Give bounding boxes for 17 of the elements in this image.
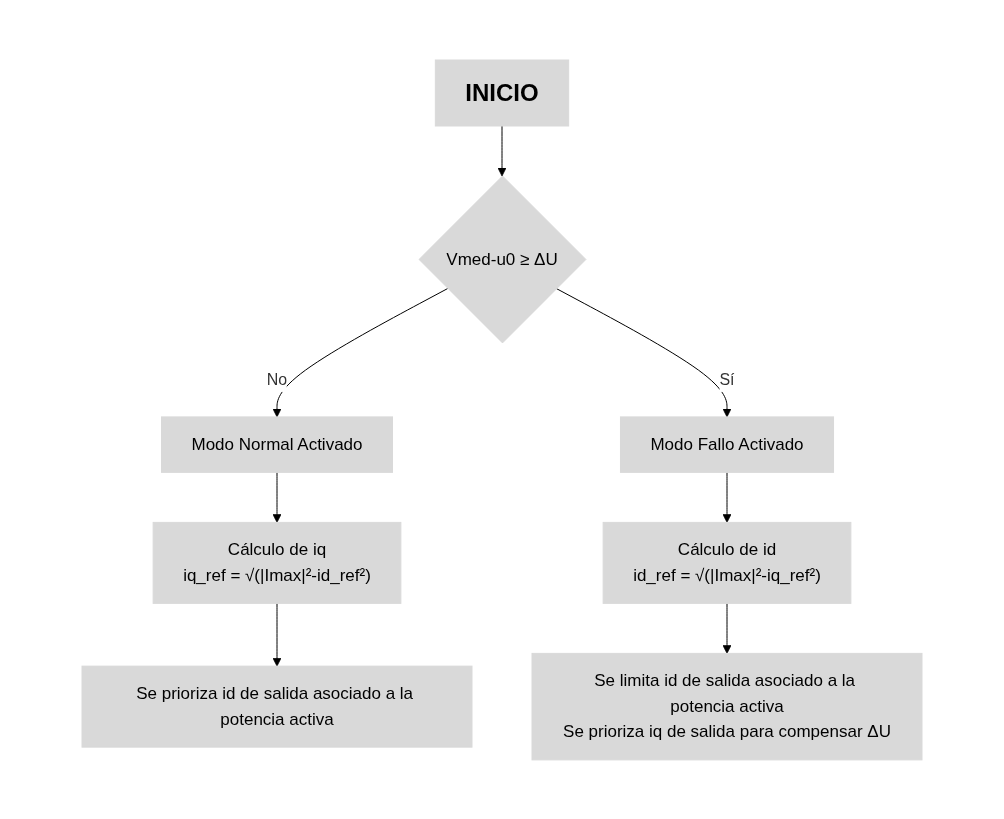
node-box: INICIO [434, 59, 570, 127]
arrow [497, 125, 507, 176]
arrow [272, 471, 282, 523]
arrow [722, 471, 732, 523]
edge-label: No [266, 370, 288, 388]
arrow [555, 287, 732, 417]
node-box: Se limita id de salida asociado a la potencia activa Se prioriza iq de salida para compensar ΔU [531, 652, 923, 760]
node-box: Cálculo de iq iq_ref = √(|Imax|²-id_ref²) [152, 521, 402, 604]
arrow [722, 602, 732, 654]
node-box: Modo Normal Activado [161, 415, 393, 473]
node-box: Cálculo de id id_ref = √(|Imax|²-iq_ref²) [602, 521, 852, 604]
arrow [272, 287, 449, 417]
node-box: Se prioriza id de salida asociado a la potencia activa [81, 665, 473, 748]
node-diamond: Vmed-u0 ≥ ΔU [418, 175, 587, 343]
node-box: Modo Fallo Activado [619, 415, 835, 473]
edge-label: Sí [719, 370, 735, 388]
arrow [272, 602, 282, 667]
